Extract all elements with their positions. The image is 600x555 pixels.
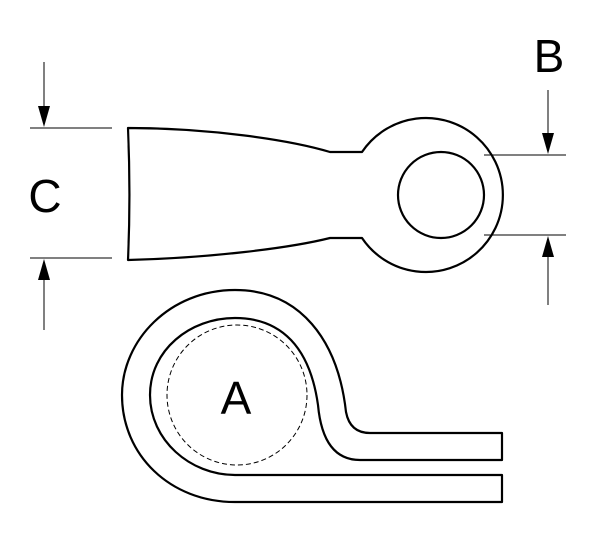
arrow-up-icon — [542, 236, 554, 257]
dimension-c: C — [28, 62, 112, 330]
arrow-down-icon — [542, 133, 554, 154]
clamp-loop-profile — [120, 288, 504, 504]
dimension-a-label: A — [221, 372, 252, 424]
clamp-top-view — [126, 116, 504, 274]
arrow-down-icon — [38, 106, 50, 127]
clamp-side-view: A — [120, 288, 504, 504]
arrow-up-icon — [38, 259, 50, 280]
cable-diameter-hidden-line — [166, 324, 308, 466]
dimension-c-label: C — [28, 170, 61, 222]
clamp-body-top-view — [126, 116, 504, 274]
dimension-b-label: B — [534, 30, 565, 82]
mounting-hole — [396, 150, 486, 240]
dimension-b: B — [484, 30, 566, 305]
